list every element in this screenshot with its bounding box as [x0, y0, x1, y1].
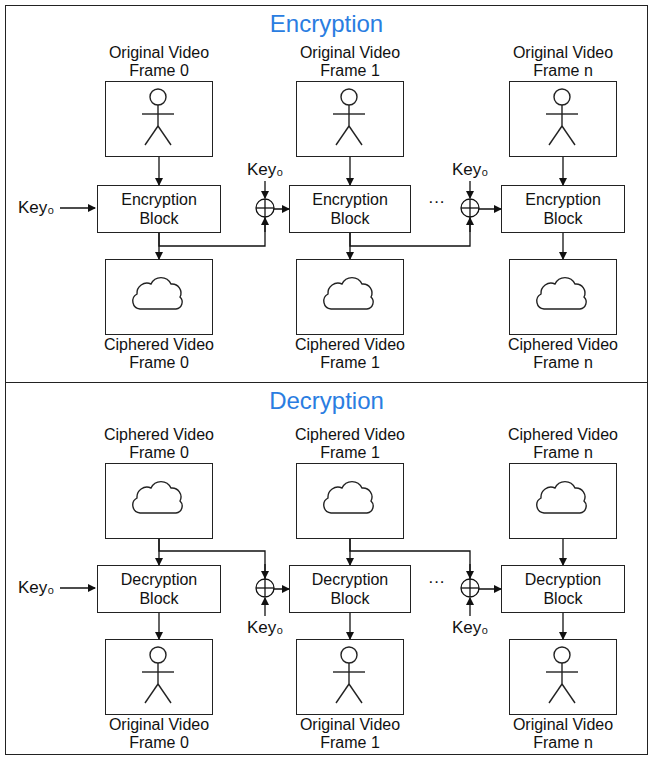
- xor-symbol: [256, 579, 274, 597]
- flow-arrow: [349, 157, 350, 185]
- block-label: Decryption Block: [294, 570, 406, 608]
- block-label: Encryption Block: [506, 190, 620, 228]
- ellipsis-label: ···: [427, 572, 446, 592]
- video-frame: Ciphered Video Frame n: [509, 463, 617, 539]
- section-panel: DecryptionCiphered Video Frame 0 Decrypti…: [5, 382, 648, 755]
- frame-caption: Original Video Frame n: [501, 716, 625, 752]
- flow-arrow: [562, 613, 563, 639]
- stick-figure: [333, 647, 365, 703]
- cipher-cloud: [324, 278, 373, 309]
- stick-figure: [546, 89, 578, 145]
- section-title: Encryption: [6, 10, 647, 38]
- video-frame: Ciphered Video Frame n: [509, 259, 617, 335]
- section-panel: EncryptionOriginal Video Frame 0 Encrypti…: [5, 5, 648, 383]
- flow-arrow: [562, 157, 563, 185]
- video-frame: Original Video Frame n: [509, 81, 617, 157]
- stick-figure: [546, 647, 578, 703]
- video-frame: Ciphered Video Frame 1: [296, 463, 404, 539]
- stick-figure: [142, 647, 174, 703]
- cipher-cloud: [537, 278, 586, 309]
- key-arrow: [469, 181, 470, 198]
- frame-caption: Ciphered Video Frame 0: [97, 426, 221, 462]
- frame-caption: Original Video Frame n: [501, 44, 625, 80]
- video-frame: Ciphered Video Frame 0: [105, 463, 213, 539]
- flow-arrow: [158, 157, 159, 185]
- key-label: Key₀: [451, 618, 489, 638]
- frame-caption: Original Video Frame 0: [97, 44, 221, 80]
- frame-caption: Ciphered Video Frame n: [501, 426, 625, 462]
- xor-symbol: [256, 199, 274, 217]
- video-frame: Original Video Frame 0: [105, 639, 213, 715]
- video-frame: Original Video Frame 1: [296, 81, 404, 157]
- xor-symbol: [461, 199, 479, 217]
- key-arrow: [60, 587, 95, 588]
- frame-caption: Ciphered Video Frame 0: [97, 336, 221, 372]
- key-label: Key₀: [246, 160, 284, 180]
- key-label: Key₀: [451, 160, 489, 180]
- process-box: Encryption Block: [501, 185, 625, 233]
- key-arrow: [60, 207, 95, 208]
- flow-arrow: [349, 613, 350, 639]
- video-frame: Ciphered Video Frame 1: [296, 259, 404, 335]
- process-box: Decryption Block: [289, 565, 411, 613]
- key-arrow: [264, 181, 265, 198]
- key-label: Key₀: [17, 578, 55, 598]
- process-box: Encryption Block: [289, 185, 411, 233]
- block-label: Encryption Block: [102, 190, 216, 228]
- flow-arrow: [562, 539, 563, 565]
- key-arrow: [264, 598, 265, 616]
- frame-caption: Ciphered Video Frame 1: [288, 426, 412, 462]
- block-label: Encryption Block: [294, 190, 406, 228]
- flow-arrow: [158, 613, 159, 639]
- process-box: Decryption Block: [501, 565, 625, 613]
- key-label: Key₀: [17, 198, 55, 218]
- frame-caption: Ciphered Video Frame n: [501, 336, 625, 372]
- cipher-cloud: [133, 278, 182, 309]
- key-label: Key₀: [246, 618, 284, 638]
- key-arrow: [469, 598, 470, 616]
- video-frame: Ciphered Video Frame 0: [105, 259, 213, 335]
- block-label: Decryption Block: [102, 570, 216, 608]
- frame-caption: Original Video Frame 1: [288, 716, 412, 752]
- process-box: Decryption Block: [97, 565, 221, 613]
- section-title: Decryption: [6, 387, 647, 415]
- cipher-cloud: [537, 482, 586, 513]
- ellipsis-label: ···: [427, 192, 446, 212]
- frame-caption: Ciphered Video Frame 1: [288, 336, 412, 372]
- block-label: Decryption Block: [506, 570, 620, 608]
- frame-caption: Original Video Frame 1: [288, 44, 412, 80]
- video-frame: Original Video Frame n: [509, 639, 617, 715]
- video-frame: Original Video Frame 0: [105, 81, 213, 157]
- flow-arrow: [562, 233, 563, 259]
- xor-symbol: [461, 579, 479, 597]
- stick-figure: [333, 89, 365, 145]
- cipher-cloud: [324, 482, 373, 513]
- video-frame: Original Video Frame 1: [296, 639, 404, 715]
- process-box: Encryption Block: [97, 185, 221, 233]
- frame-caption: Original Video Frame 0: [97, 716, 221, 752]
- stick-figure: [142, 89, 174, 145]
- cipher-cloud: [133, 482, 182, 513]
